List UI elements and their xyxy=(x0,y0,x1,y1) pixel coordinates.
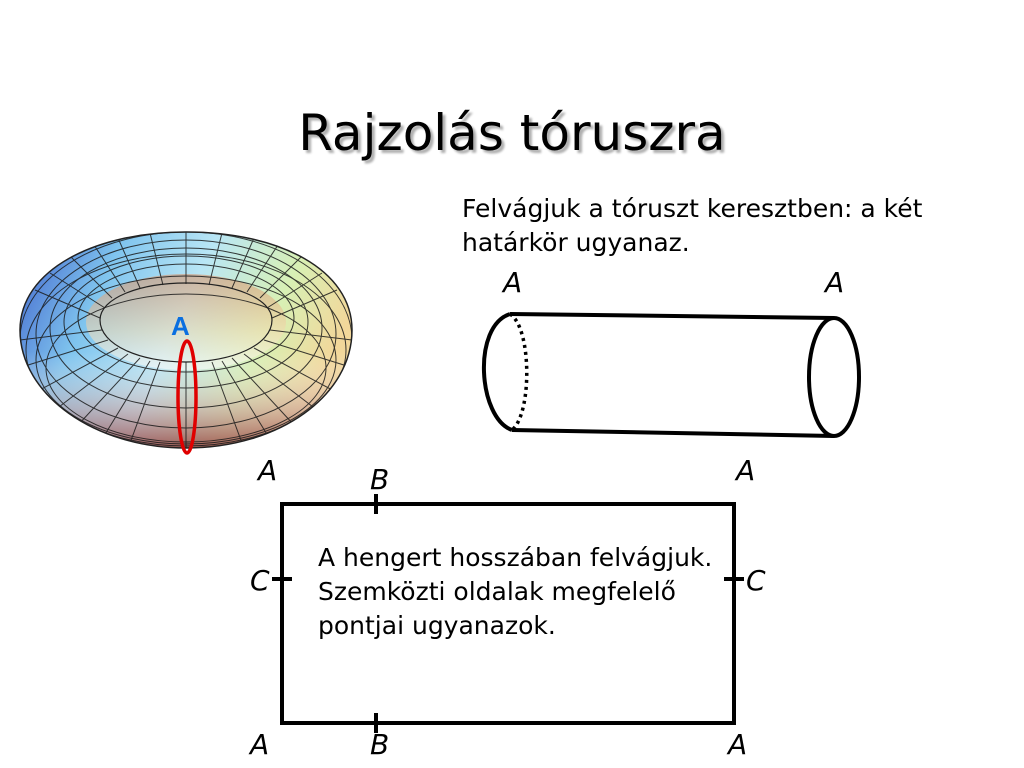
rect-label-bottom-right: A xyxy=(728,728,748,761)
cylinder-label-left: A xyxy=(503,266,523,299)
rect-label-right-mid: C xyxy=(746,564,766,597)
rect-label-top-right: A xyxy=(736,454,756,487)
torus-cut-label: A xyxy=(171,311,190,341)
cylinder-description: Felvágjuk a tóruszt keresztben: a két ha… xyxy=(462,194,923,257)
torus-cut-circle xyxy=(176,339,198,455)
rect-label-bottom-mid: B xyxy=(370,728,390,761)
rect-label-left-mid: C xyxy=(250,564,270,597)
slide-title: Rajzolás tóruszra xyxy=(298,104,726,162)
rect-label-top-mid: B xyxy=(370,463,390,496)
rectangle-description: A hengert hosszában felvágjuk. Szemközti… xyxy=(318,543,713,640)
rect-label-top-left: A xyxy=(258,454,278,487)
rect-label-bottom-left: A xyxy=(250,728,270,761)
cylinder-label-right: A xyxy=(825,266,845,299)
